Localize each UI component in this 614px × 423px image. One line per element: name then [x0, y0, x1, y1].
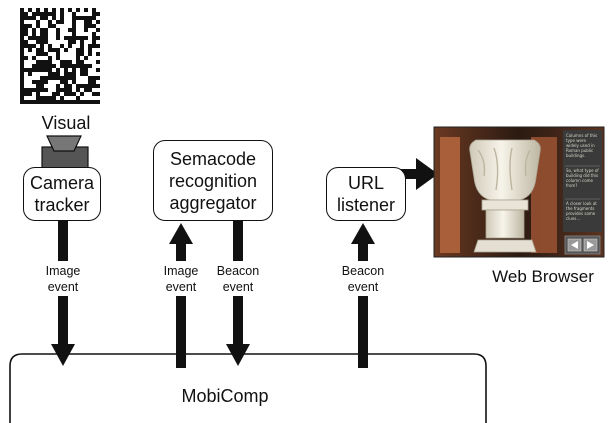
- camera-tracker-box: Camera tracker: [23, 167, 101, 221]
- visual-label: Visual: [41, 113, 91, 133]
- semacode-visual-icon: [20, 8, 100, 104]
- url-listener-label: URL listener: [336, 173, 396, 215]
- arrow-mobicomp-to-url-listener: [351, 223, 375, 368]
- arrow-url-listener-to-browser: [398, 158, 438, 190]
- beacon-event-label-mid: Beacon event: [216, 264, 260, 294]
- browser-note-3: A closer look at the fragments provides …: [566, 201, 597, 221]
- semacode-aggregator-box: Semacode recognition aggregator: [153, 140, 273, 221]
- browser-note-1: Columns of this type were widely used in…: [566, 133, 598, 158]
- web-browser-screenshot: [433, 126, 605, 258]
- arrow-mobicomp-to-aggregator-image: [169, 223, 193, 368]
- web-browser-label: Web Browser: [492, 267, 594, 286]
- url-listener-box: URL listener: [326, 167, 406, 221]
- camera-tracker-label: Camera tracker: [29, 173, 95, 215]
- image-event-label-left: Image event: [45, 264, 81, 294]
- mobicomp-label: MobiComp: [181, 386, 269, 406]
- camera-icon: [41, 135, 89, 170]
- mobicomp-container: [9, 353, 487, 423]
- prev-arrow-icon: [571, 241, 578, 249]
- image-event-label-mid: Image event: [163, 264, 199, 294]
- next-arrow-icon: [587, 241, 594, 249]
- arrow-aggregator-to-mobicomp-beacon: [226, 221, 250, 366]
- semacode-aggregator-label: Semacode recognition aggregator: [168, 148, 258, 213]
- arrow-camera-to-mobicomp: [51, 221, 75, 366]
- beacon-event-label-right: Beacon event: [341, 264, 385, 294]
- browser-note-2: So, what type of building did this colum…: [566, 168, 599, 188]
